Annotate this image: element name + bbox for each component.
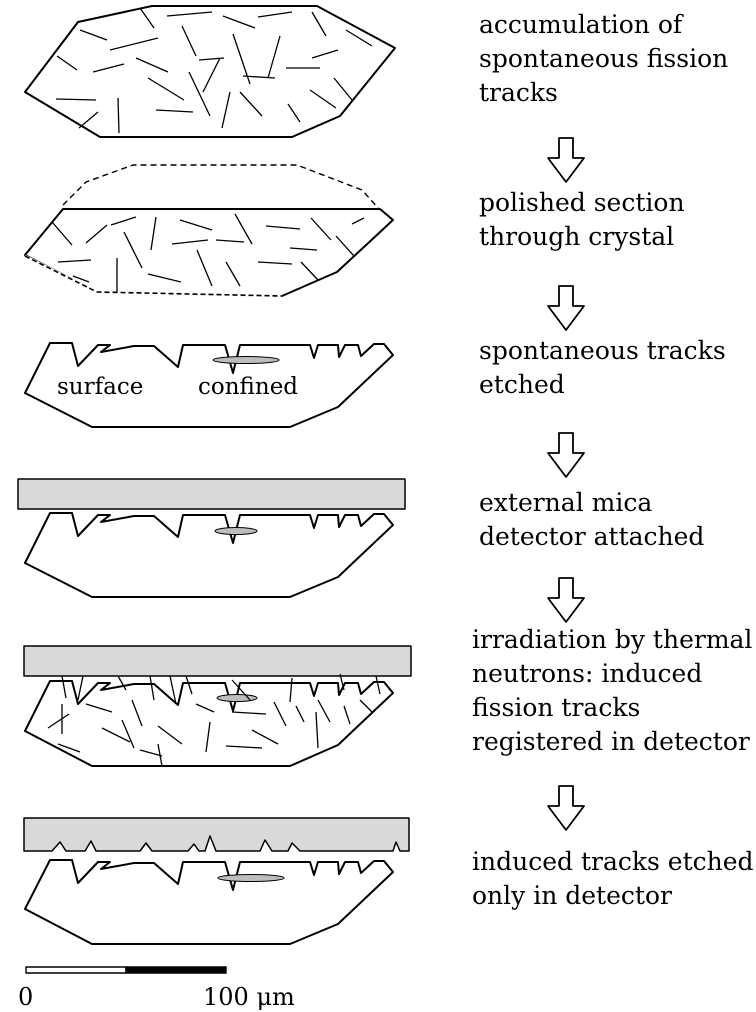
scale-bar [25,966,227,974]
detector-attached [17,478,406,598]
crystal-outline-detector [24,512,394,598]
confined-track [216,694,258,702]
mica-detector [23,645,412,677]
confined-track [212,356,280,364]
scale-bar-white-segment [25,966,127,974]
crystal-outline [24,5,396,138]
step-3-caption: spontaneous tracks etched [479,336,726,399]
crystal-outline-final [24,859,394,945]
down-arrow-icon [547,577,585,623]
down-arrow-icon [547,137,585,183]
confined-track [214,527,258,535]
down-arrow-icon [547,432,585,478]
step-5-caption: irradiation by thermal neutrons: induced… [472,625,753,756]
scale-end-label: 100 μm [203,983,295,1011]
down-arrow-icon [547,285,585,331]
surface-track-label: surface [57,374,144,400]
removed-portion-outline [62,164,381,211]
confined-track [217,874,285,882]
confined-track-label: confined [198,374,299,400]
step-4-caption: external mica detector attached [479,488,705,551]
step-6-caption: induced tracks etched only in detector [472,847,754,910]
polished-section [24,164,394,298]
etched-mica-detector [23,817,410,852]
etched-crystal-outline [24,342,394,428]
step-1-caption: accumulation of spontaneous fission trac… [479,10,729,107]
section-tracks [51,213,365,292]
etched-crystal [24,342,394,428]
crystal-with-tracks [24,5,396,138]
irradiated-assembly [23,645,412,767]
spontaneous-tracks [55,7,373,134]
scale-bar-black-segment [125,966,227,974]
step-2-caption: polished section through crystal [479,188,685,251]
scale-start-label: 0 [18,983,34,1011]
down-arrow-icon [547,785,585,831]
final-assembly [23,817,410,945]
mica-detector [17,478,406,510]
induced-tracks [47,673,381,767]
arrows [547,137,585,831]
crystal-outline-irradiated [24,680,394,767]
